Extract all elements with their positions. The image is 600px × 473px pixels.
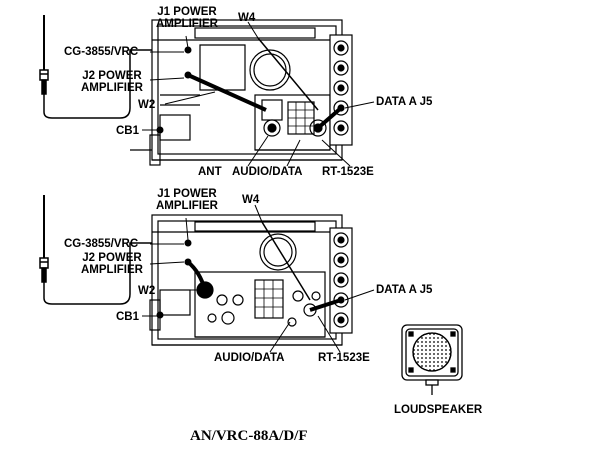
top-data-a-j5-label: DATA A J5 [376,96,433,108]
top-antenna [39,15,49,104]
top-antenna-coupler-label: CG-3855/VRC [64,46,139,58]
bottom-j1-line1: J1 POWER [157,188,217,200]
bottom-j1-power-amplifier-label: J1 POWER AMPLIFIER [152,188,222,212]
figure-caption: AN/VRC-88A/D/F [190,428,308,444]
bottom-radio [194,271,326,338]
top-connector-bank [329,34,353,146]
bottom-antenna-coupler-label: CG-3855/VRC [64,238,139,250]
top-j2-line1: J2 POWER [82,70,142,82]
top-cables [156,37,343,134]
bottom-antenna [39,195,49,290]
top-j1-line2: AMPLIFIER [156,18,218,30]
top-leaders [142,21,375,167]
top-w4-label: W4 [238,12,256,24]
loudspeaker-drawing [401,324,463,395]
bottom-radio-label: RT-1523E [318,352,370,364]
top-audio-data-label: AUDIO/DATA [232,166,303,178]
bottom-audio-data-label: AUDIO/DATA [214,352,285,364]
bottom-j2-power-amplifier-label: J2 POWER AMPLIFIER [76,252,148,276]
bottom-cb1-label: CB1 [116,311,140,323]
bottom-antenna-cable [43,242,188,305]
bottom-j2-line1: J2 POWER [82,252,142,264]
bottom-w2-label: W2 [138,285,156,297]
top-j1-power-amplifier-label: J1 POWER AMPLIFIER [152,6,222,30]
top-cb1-label: CB1 [116,125,140,137]
top-j2-power-amplifier-label: J2 POWER AMPLIFIER [76,70,148,94]
loudspeaker-label: LOUDSPEAKER [394,404,483,416]
bottom-leaders [142,204,375,353]
bottom-w4-label: W4 [242,194,260,206]
top-antenna-cable [43,49,188,119]
bottom-j2-line2: AMPLIFIER [81,264,143,276]
top-radio [254,94,331,151]
bottom-data-a-j5-label: DATA A J5 [376,284,433,296]
top-j1-line1: J1 POWER [157,6,217,18]
top-radio-label: RT-1523E [322,166,374,178]
top-ant-label: ANT [198,166,222,178]
bottom-connector-bank [329,227,353,334]
top-w2-label: W2 [138,99,156,111]
top-j2-line2: AMPLIFIER [81,82,143,94]
bottom-j1-line2: AMPLIFIER [156,200,218,212]
